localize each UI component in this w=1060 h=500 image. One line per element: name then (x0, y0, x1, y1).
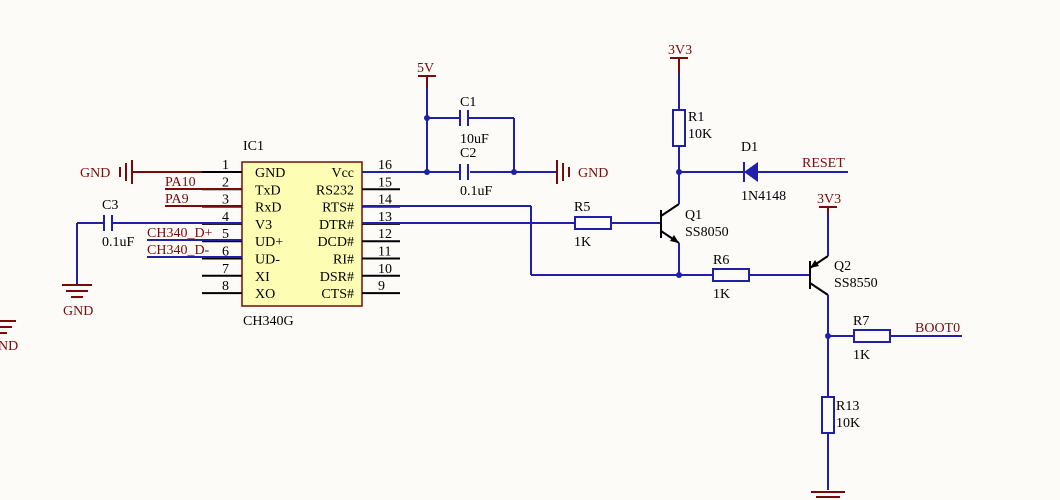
ic-pin-number: 1 (222, 158, 229, 173)
r5-ref: R5 (574, 200, 590, 215)
ic-pin-name: UD- (255, 253, 280, 268)
q2-value: SS8550 (834, 276, 878, 291)
r13-ref: R13 (836, 399, 859, 414)
power-5v-label: 5V (417, 61, 434, 76)
net-reset-label: RESET (802, 156, 845, 171)
wire-rts (362, 205, 713, 276)
ic-pin-name: XI (255, 270, 270, 285)
power-3v3-right: 3V3 (817, 192, 841, 214)
ic-pin-number: 14 (378, 193, 392, 208)
ic-pin-number: 2 (222, 175, 229, 190)
r13-value: 10K (836, 416, 860, 431)
resistor-r6: R6 1K (712, 253, 810, 302)
q2-ref: Q2 (834, 259, 851, 274)
power-3v3-top-label: 3V3 (668, 43, 692, 58)
ic-pin-name: Vcc (331, 166, 354, 181)
ic-pin-name: DCD# (317, 235, 354, 250)
net-pa9: PA9 (165, 192, 242, 207)
r6-value: 1K (713, 287, 730, 302)
ic-pin-number: 8 (222, 279, 229, 294)
resistor-r7: R7 1K BOOT0 (828, 314, 962, 363)
ic-pin-name: RTS# (322, 201, 354, 216)
ic-pin-number: 3 (222, 193, 229, 208)
capacitor-c3: C3 0.1uF (76, 198, 242, 284)
ic-pin-number: 12 (378, 227, 392, 242)
c1-ref: C1 (460, 95, 476, 110)
c1-value: 10uF (460, 132, 489, 147)
net-dplus-label: CH340_D+ (147, 226, 213, 241)
r7-ref: R7 (853, 314, 869, 329)
gnd-c3-label: GND (63, 304, 93, 319)
c2-value: 0.1uF (460, 184, 493, 199)
gnd-left-symbol: GND (80, 160, 202, 184)
ic-pin-name: RI# (333, 253, 354, 268)
ic-pin-name: UD+ (255, 235, 283, 250)
ic-pin-number: 15 (378, 175, 392, 190)
net-pa9-label: PA9 (165, 192, 189, 207)
c2-ref: C2 (460, 146, 476, 161)
ic-pin-name: RS232 (316, 183, 354, 198)
ic-ref-label: IC1 (243, 139, 264, 154)
ic-pin-name: RxD (255, 201, 281, 216)
ic-pin-number: 6 (222, 245, 229, 260)
r7-value: 1K (853, 348, 870, 363)
gnd-left-label: GND (80, 166, 110, 181)
net-boot0-label: BOOT0 (915, 321, 960, 336)
r1-value: 10K (688, 127, 712, 142)
c3-ref: C3 (102, 198, 118, 213)
r1-ref: R1 (688, 110, 704, 125)
ic-pin-name: DSR# (320, 270, 354, 285)
ic-pin-name: DTR# (319, 218, 354, 233)
ic-body (241, 161, 363, 307)
gnd-bottom-symbol (811, 491, 845, 498)
gnd-edge-symbol: ND (0, 320, 18, 354)
gnd-edge-label: ND (0, 339, 18, 354)
d1-ref: D1 (741, 140, 758, 155)
net-pa10: PA10 (165, 175, 242, 190)
ic-pin-number: 4 (222, 210, 229, 225)
ic-pin-number: 10 (378, 262, 392, 277)
net-pa10-label: PA10 (165, 175, 196, 190)
ic-pin-number: 13 (378, 210, 392, 225)
r6-ref: R6 (713, 253, 729, 268)
transistor-q1: Q1 SS8050 (660, 172, 729, 278)
c3-value: 0.1uF (102, 235, 135, 250)
ic-pin-number: 11 (378, 245, 391, 260)
q1-value: SS8050 (685, 225, 729, 240)
d1-value: 1N4148 (741, 189, 786, 204)
net-dplus: CH340_D+ (147, 226, 242, 241)
r5-value: 1K (574, 235, 591, 250)
net-dminus-label: CH340_D- (147, 243, 210, 258)
transistor-q2: Q2 SS8550 (809, 214, 878, 397)
gnd-right-label: GND (578, 166, 608, 181)
resistor-r5: R5 1K (574, 200, 661, 250)
ic-pin-number: 9 (378, 279, 385, 294)
resistor-r1: R1 10K (672, 73, 712, 175)
net-dminus: CH340_D- (147, 243, 242, 258)
ic-pin-number: 5 (222, 227, 229, 242)
ic-pin-name: GND (255, 166, 285, 181)
ic-pin-number: 7 (222, 262, 229, 277)
ic-pin-number: 16 (378, 158, 392, 173)
q1-ref: Q1 (685, 208, 702, 223)
ic-part-label: CH340G (243, 314, 294, 329)
power-3v3-top: 3V3 (668, 43, 692, 73)
ic-pin-name: CTS# (321, 287, 354, 302)
gnd-c3-symbol: GND (62, 284, 93, 319)
ic-pin-name: V3 (255, 218, 272, 233)
power-5v-symbol: 5V (417, 61, 436, 88)
capacitor-network: C1 10uF C2 0.1uF (362, 88, 557, 199)
gnd-right-symbol: GND (556, 160, 608, 184)
ic-pin-name: XO (255, 287, 275, 302)
ic-pin-name: TxD (255, 183, 281, 198)
ic-ch340g: IC1 CH340G (241, 139, 363, 329)
power-3v3-right-label: 3V3 (817, 192, 841, 207)
diode-d1: D1 1N4148 RESET (679, 140, 848, 204)
resistor-r13: R13 10K (821, 396, 860, 490)
